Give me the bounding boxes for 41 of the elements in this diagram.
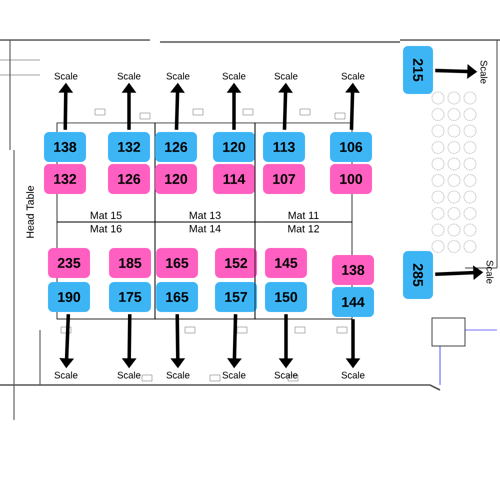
weight-badge: 185 [109, 248, 151, 278]
weight-badge: 114 [213, 164, 255, 194]
weight-badge: 235 [48, 248, 90, 278]
scale-label: Scale [54, 72, 78, 80]
scale-label: Scale [274, 372, 298, 378]
weight-badge: 100 [330, 164, 372, 194]
scale-label: Scale [118, 72, 140, 80]
weight-badge: 126 [155, 132, 197, 162]
weight-badge: 190 [48, 282, 90, 312]
weight-badge: 120 [213, 132, 255, 162]
scale-label: Scale [342, 372, 364, 378]
weight-badge: 106 [330, 132, 372, 162]
scale-label: Scale [480, 60, 488, 84]
weight-badge: 138 [44, 132, 86, 162]
weight-badge: 107 [263, 164, 305, 194]
weight-badge: 120 [155, 164, 197, 194]
scale-label: Scale [166, 72, 190, 80]
weight-badge: 165 [156, 248, 198, 278]
scale-label: Scale [118, 372, 140, 378]
scale-label: Scale [54, 372, 78, 378]
weight-badge: 138 [332, 255, 374, 285]
weight-badge: 132 [44, 164, 86, 194]
weight-badge: 165 [156, 282, 198, 312]
scale-label: Scale [222, 372, 246, 378]
scale-label: Scale [274, 72, 298, 80]
weight-badge: 285 [403, 251, 433, 299]
weight-badge: 144 [332, 287, 374, 317]
head-table-label: Head Table [26, 186, 34, 238]
weight-badge: 126 [108, 164, 150, 194]
scale-label: Scale [166, 372, 190, 378]
scale-label: Scale [486, 260, 494, 284]
weight-badge: 157 [215, 282, 257, 312]
weight-badge: 152 [215, 248, 257, 278]
weight-badge: 215 [403, 46, 433, 94]
weight-badge: 150 [265, 282, 307, 312]
weight-badge: 145 [265, 248, 307, 278]
weight-badge: 175 [109, 282, 151, 312]
scale-label: Scale [222, 72, 246, 80]
scale-label: Scale [342, 72, 364, 80]
weight-badge: 113 [263, 132, 305, 162]
weight-badge: 132 [108, 132, 150, 162]
